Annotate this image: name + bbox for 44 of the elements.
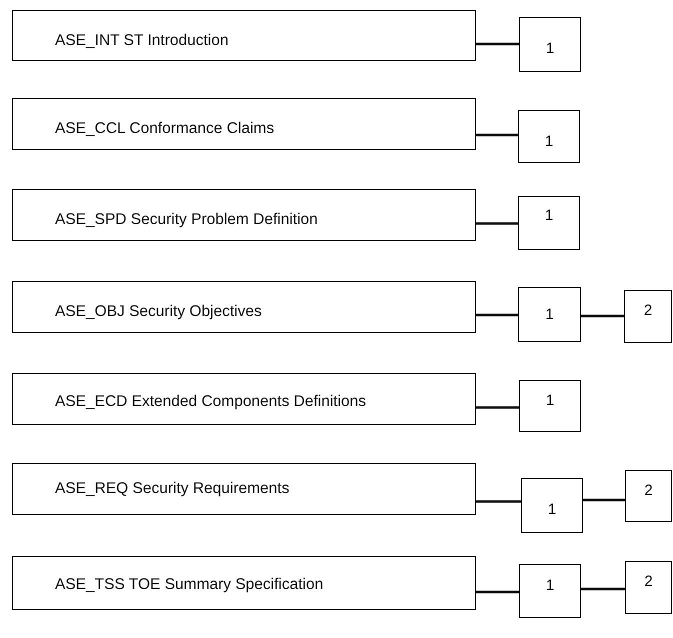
connector-line bbox=[476, 134, 518, 136]
component-box bbox=[12, 10, 476, 61]
level-number: 1 bbox=[544, 206, 554, 224]
level-box bbox=[624, 290, 672, 343]
level-box bbox=[518, 110, 580, 163]
level-box bbox=[625, 470, 672, 522]
level-box bbox=[625, 561, 672, 614]
component-box bbox=[12, 373, 476, 425]
component-box bbox=[12, 556, 476, 610]
connector-line bbox=[476, 500, 521, 503]
level-box bbox=[519, 380, 581, 432]
level-number: 1 bbox=[548, 501, 556, 518]
level-number: 2 bbox=[644, 302, 652, 319]
component-label: ASE_SPD Security Problem Definition bbox=[55, 211, 318, 229]
level-number: 1 bbox=[546, 40, 554, 57]
component-label: ASE_REQ Security Requirements bbox=[55, 480, 290, 498]
connector-line bbox=[476, 590, 519, 594]
level-box bbox=[518, 287, 581, 342]
connector-line bbox=[476, 42, 519, 46]
component-label: ASE_INT ST Introduction bbox=[55, 32, 228, 50]
level-box bbox=[519, 564, 581, 618]
component-label: ASE_TSS TOE Summary Specification bbox=[55, 576, 324, 594]
level-number: 2 bbox=[644, 573, 653, 590]
connector-line bbox=[581, 314, 624, 318]
level-number: 2 bbox=[644, 482, 653, 498]
component-box bbox=[12, 98, 476, 150]
level-number: 1 bbox=[546, 392, 554, 408]
level-box bbox=[521, 478, 583, 533]
level-number: 1 bbox=[544, 133, 554, 150]
component-label: ASE_ECD Extended Components Definitions bbox=[55, 393, 366, 411]
component-label: ASE_CCL Conformance Claims bbox=[55, 120, 274, 138]
level-box bbox=[518, 196, 580, 250]
level-number: 1 bbox=[545, 306, 554, 323]
connector-line bbox=[583, 498, 625, 502]
component-box bbox=[12, 281, 476, 333]
connector-line bbox=[581, 588, 625, 590]
connector-line bbox=[476, 222, 518, 225]
connector-line bbox=[476, 406, 519, 409]
component-box bbox=[12, 189, 476, 241]
level-box bbox=[519, 17, 581, 72]
connector-line bbox=[476, 314, 518, 316]
component-label: ASE_OBJ Security Objectives bbox=[55, 303, 262, 321]
level-number: 1 bbox=[546, 576, 554, 594]
component-box bbox=[12, 463, 476, 515]
